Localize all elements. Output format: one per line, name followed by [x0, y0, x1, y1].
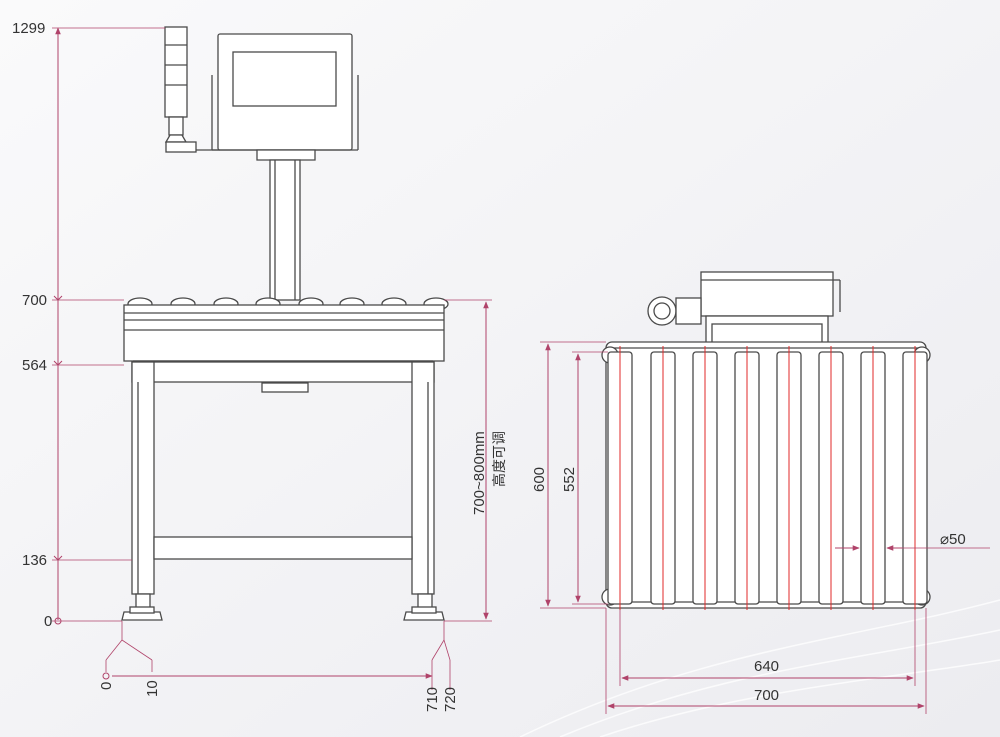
dim-10-bottom: 10 [144, 680, 161, 697]
conveyor-frame [123, 304, 445, 362]
top-display-mount [647, 271, 841, 349]
top-view-dimensions [540, 341, 990, 714]
dim-700-width: 700 [754, 687, 779, 704]
support-pole [269, 159, 301, 301]
dim-710-bottom: 710 [424, 687, 441, 712]
adjustable-height-dimension [444, 299, 492, 622]
top-view [601, 271, 931, 610]
dim-136: 136 [22, 552, 47, 569]
dim-1299: 1299 [12, 20, 45, 37]
background-swooshes [519, 599, 1000, 737]
dim-0-bottom: 0 [98, 682, 115, 690]
adjustable-note-label: 高度可调 [491, 431, 508, 487]
front-view [121, 26, 449, 621]
dim-564: 564 [22, 357, 47, 374]
dim-640-span: 640 [754, 658, 779, 675]
dim-700-height: 700 [22, 292, 47, 309]
signal-tower-light [164, 26, 220, 153]
front-bottom-dimensions [102, 621, 451, 690]
front-height-dimensions [52, 27, 165, 625]
dim-0-height: 0 [44, 613, 52, 630]
dim-roller-diameter: ⌀50 [940, 531, 966, 548]
adjustable-range-label: 700~800mm [471, 431, 488, 515]
stand-legs [121, 361, 445, 621]
dim-720-bottom: 720 [442, 687, 459, 712]
roller-centerlines [619, 346, 916, 610]
dim-600-depth: 600 [531, 467, 548, 492]
display-terminal [211, 33, 359, 161]
dim-552-roller: 552 [561, 467, 578, 492]
